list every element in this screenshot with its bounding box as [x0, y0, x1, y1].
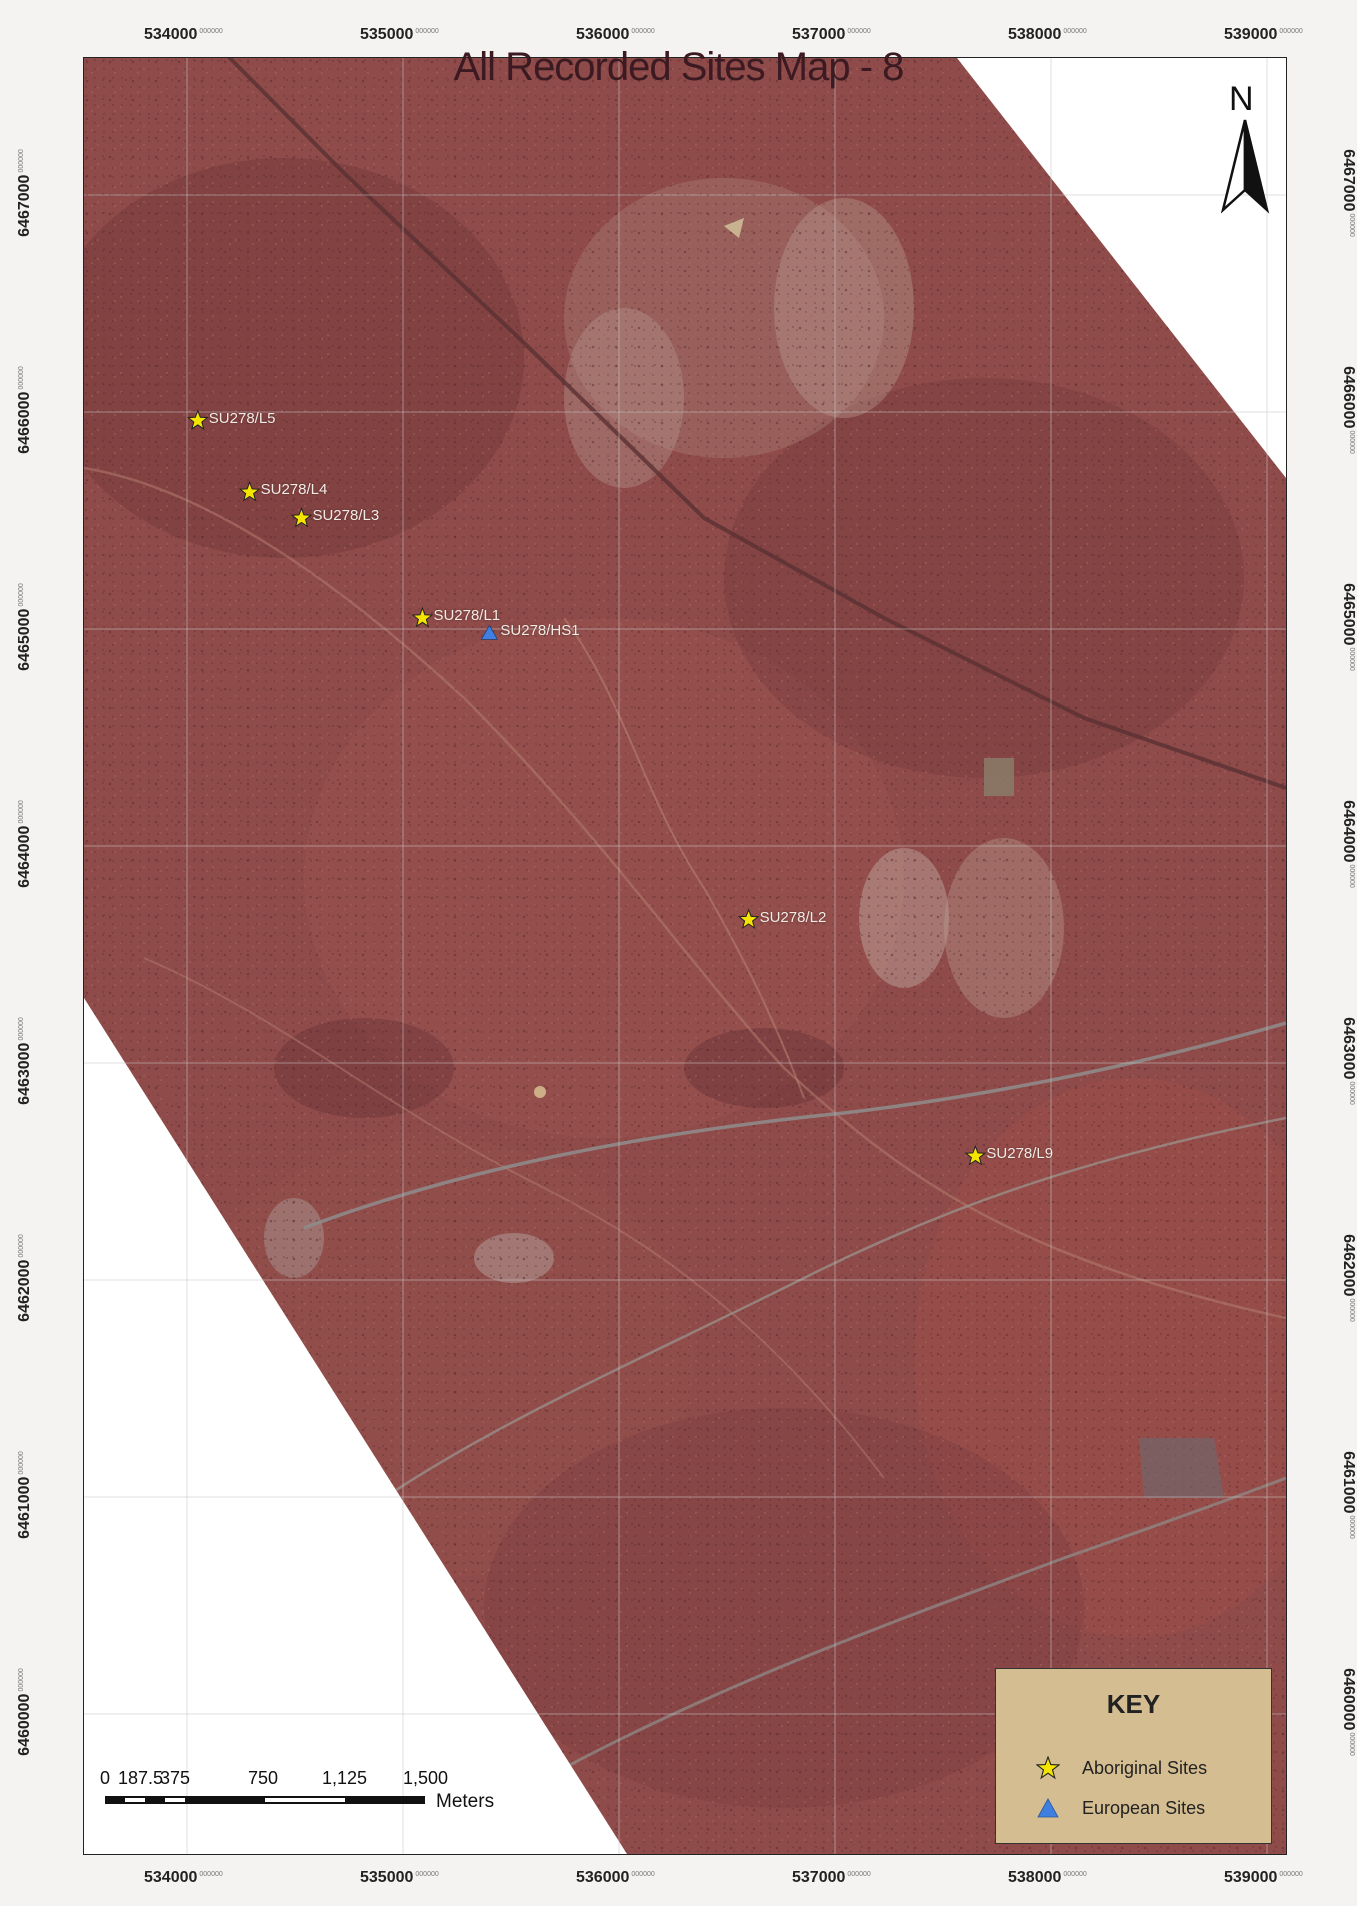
satellite-map[interactable] — [84, 58, 1286, 1854]
northing-tick-label: 6467000000000 — [1340, 149, 1357, 237]
northing-tick-label: 6463000000000 — [1340, 1017, 1357, 1105]
aboriginal-site-marker[interactable] — [737, 908, 760, 930]
triangle-icon — [1037, 1798, 1059, 1818]
european-site-marker[interactable] — [480, 624, 499, 640]
aboriginal-site-marker[interactable] — [238, 480, 261, 502]
site-label: SU278/L9 — [986, 1145, 1054, 1163]
northing-tick-label: 6464000000000 — [1340, 800, 1357, 888]
north-label: N — [1229, 80, 1254, 118]
northing-tick-label: 6465000000000 — [16, 583, 33, 671]
site-label: SU278/L4 — [260, 481, 328, 499]
aboriginal-site-marker[interactable] — [186, 409, 209, 430]
northing-tick-label: 6461000000000 — [16, 1451, 33, 1539]
northing-tick-label: 6465000000000 — [1340, 583, 1357, 671]
map-key: KEY Aboriginal Sites European Sites — [995, 1668, 1272, 1844]
northing-tick-label: 6462000000000 — [1340, 1234, 1357, 1322]
key-item-european: European Sites — [1036, 1795, 1205, 1821]
northing-tick-label: 6463000000000 — [16, 1017, 33, 1105]
scale-label: 0 — [100, 1768, 111, 1788]
key-item-label: European Sites — [1082, 1797, 1206, 1818]
north-arrow-icon — [1220, 119, 1270, 214]
northing-tick-label: 6466000000000 — [1340, 366, 1357, 454]
northing-tick-label: 6460000000000 — [1340, 1668, 1357, 1756]
site-label: SU278/HS1 — [500, 622, 580, 640]
scale-label: 750 — [248, 1768, 279, 1788]
scale-bar — [105, 1796, 425, 1804]
northing-tick-label: 6460000000000 — [16, 1668, 33, 1756]
star-icon — [1036, 1756, 1060, 1780]
northing-tick-label: 6467000000000 — [16, 149, 33, 237]
site-label: SU278/L1 — [433, 607, 501, 625]
aboriginal-site-marker[interactable] — [411, 606, 434, 628]
site-label: SU278/L3 — [312, 507, 380, 525]
scale-label: 375 — [160, 1768, 191, 1788]
northing-tick-label: 6464000000000 — [16, 800, 33, 888]
imagery-layer — [84, 58, 1286, 1854]
northing-tick-label: 6466000000000 — [16, 366, 33, 454]
aboriginal-site-marker[interactable] — [290, 506, 313, 528]
northing-tick-label: 6462000000000 — [16, 1234, 33, 1322]
key-item-aboriginal: Aboriginal Sites — [1036, 1755, 1207, 1781]
scale-label: 1,125 — [322, 1768, 368, 1788]
map-frame[interactable] — [83, 57, 1287, 1855]
northing-tick-label: 6461000000000 — [1340, 1451, 1357, 1539]
aboriginal-site-marker[interactable] — [964, 1144, 987, 1166]
key-item-label: Aboriginal Sites — [1082, 1757, 1208, 1778]
site-label: SU278/L5 — [208, 409, 276, 427]
scale-unit: Meters — [436, 1791, 495, 1812]
site-markers — [186, 409, 987, 1166]
scale-label: 1,500 — [403, 1768, 449, 1788]
scale-label: 187.5 — [118, 1768, 164, 1788]
key-title: KEY — [1106, 1689, 1161, 1719]
site-label: SU278/L2 — [759, 908, 827, 926]
map-title: All Recorded Sites Map - 8 — [453, 45, 905, 89]
